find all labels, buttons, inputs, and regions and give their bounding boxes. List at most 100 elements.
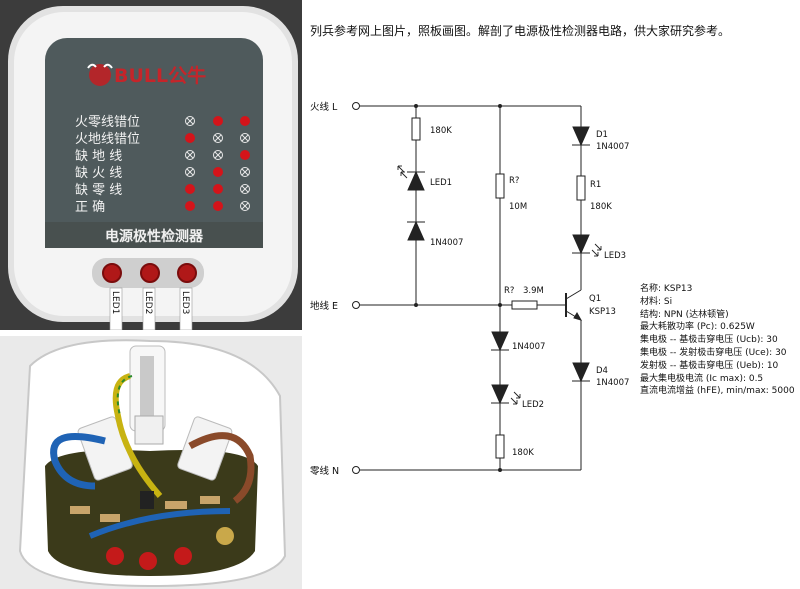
schematic-wires (356, 105, 582, 471)
led-tag-3: LED3 (180, 291, 190, 314)
indicator-off-icon (185, 150, 195, 160)
diodes (407, 126, 590, 405)
transistor-q1-icon (565, 289, 583, 321)
resistor-3m9-icon (511, 300, 538, 310)
led1-diode-icon (407, 170, 425, 191)
resistor-r1-icon (576, 175, 586, 201)
earth-rail-label: 地线 E (310, 300, 338, 312)
pcb-led2 (139, 552, 157, 570)
indicator-off-icon (185, 167, 195, 177)
spec-line: 最大耗散功率 (Pc): 0.625W (640, 322, 755, 333)
resistor-10m-icon (495, 173, 505, 199)
diode-1n4007-mid-icon (491, 331, 509, 352)
bull-head-icon (89, 64, 111, 86)
indicator-off-icon (213, 150, 223, 160)
spec-line: 直流电流增益 (hFE), min/max: 5000 (640, 386, 795, 397)
spec-line: 结构: NPN (达林顿管) (640, 309, 729, 320)
indicator-lit-icon (213, 201, 223, 211)
led1-lamp (102, 263, 122, 283)
label-r1-value: 180K (590, 202, 612, 212)
led-emission-arrows (397, 165, 602, 405)
pcb-led3 (174, 547, 192, 565)
label-led1: LED1 (430, 178, 452, 188)
led-tag-2: LED2 (143, 291, 153, 314)
tester-label-panel (45, 38, 263, 248)
label-led3: LED3 (604, 251, 626, 261)
indicator-lit-icon (213, 167, 223, 177)
indicator-off-icon (240, 167, 250, 177)
indicator-off-icon (240, 133, 250, 143)
component-labels: 180K LED1 1N4007 R? 10M R? 3.9M D1 1N400… (430, 126, 629, 458)
caption-text: 列兵参考网上图片，照板画图。解剖了电源极性检测器电路，供大家研究参考。 (310, 24, 731, 38)
label-r1-ref: R1 (590, 180, 601, 190)
spec-line: 集电极 -- 基极击穿电压 (Ucb): 30 (640, 335, 778, 346)
label-r-180k-left: 180K (430, 126, 452, 136)
indicator-off-icon (240, 201, 250, 211)
label-led2: LED2 (522, 400, 544, 410)
resistor-180k-left-icon (411, 117, 421, 141)
neutral-rail-label: 零线 N (310, 465, 339, 477)
live-rail-label: 火线 L (310, 101, 338, 113)
label-1n4007-mid: 1N4007 (512, 342, 545, 352)
indicator-lit-icon (185, 201, 195, 211)
spec-line: 发射极 -- 基极击穿电压 (Ueb): 10 (640, 360, 779, 371)
circuit-schematic: 火线 L 地线 E 零线 N (310, 101, 629, 477)
row-label: 正 确 (75, 200, 105, 215)
spec-line: 最大集电极电流 (Ic max): 0.5 (640, 373, 764, 384)
pcb-board (45, 450, 258, 576)
label-d1-ref: D1 (596, 130, 608, 140)
led2-diode-icon (491, 384, 509, 405)
tester-front-photo: BULL公牛 火零线错位 火地线错位 缺 地 线 缺 火 线 缺 零 线 正 确… (0, 0, 302, 330)
bull-logo: BULL公牛 (87, 63, 206, 87)
row-label: 缺 火 线 (75, 166, 122, 181)
led2-lamp (140, 263, 160, 283)
spec-line: 材料: Si (640, 296, 673, 307)
junction-dots (414, 104, 502, 472)
label-d4-ref: D4 (596, 366, 608, 376)
brand-text: BULL公牛 (114, 64, 206, 87)
spec-line: 名称: KSP13 (640, 284, 693, 294)
led3-lamp (177, 263, 197, 283)
spec-line: 集电极 -- 发射极击穿电压 (Uce): 30 (640, 347, 787, 358)
indicator-lit-icon (213, 184, 223, 194)
row-label: 火零线错位 (75, 115, 140, 130)
led-tag-1: LED1 (110, 291, 120, 314)
status-table: 火零线错位 火地线错位 缺 地 线 缺 火 线 缺 零 线 正 确 (75, 115, 250, 215)
row-label: 缺 地 线 (75, 149, 122, 164)
ksp13-spec-panel: 名称: KSP13 材料: Si 结构: NPN (达林顿管) 最大耗散功率 (… (640, 283, 795, 398)
label-r3m9-ref: R? (504, 286, 514, 296)
label-q1-ref: Q1 (589, 294, 601, 304)
live-wire (188, 432, 255, 504)
rail-terminals (352, 102, 360, 474)
indicator-lit-icon (185, 133, 195, 143)
label-q1-value: KSP13 (589, 307, 616, 317)
resistor-180k-bottom-icon (495, 434, 505, 459)
diode-d1-icon (572, 126, 590, 147)
led-tags: LED1 LED2 LED3 (109, 287, 193, 330)
label-r10m-value: 10M (509, 202, 527, 212)
label-d1-value: 1N4007 (596, 142, 629, 152)
neutral-wire (50, 433, 106, 490)
indicator-grid (185, 116, 250, 211)
led3-diode-icon (572, 234, 590, 255)
label-d4-value: 1N4007 (596, 378, 629, 388)
label-r3m9-value: 3.9M (523, 286, 544, 296)
label-r10m-ref: R? (509, 176, 519, 186)
indicator-lit-icon (213, 116, 223, 126)
diode-1n4007-left-icon (407, 220, 425, 241)
row-label: 火地线错位 (75, 132, 140, 147)
indicator-off-icon (185, 116, 195, 126)
tester-inside-photo (0, 336, 302, 589)
tester-title: 电源极性检测器 (105, 228, 204, 245)
diode-d4-icon (572, 362, 590, 383)
resistors (411, 117, 586, 459)
indicator-lit-icon (240, 116, 250, 126)
indicator-off-icon (213, 133, 223, 143)
pcb-components (70, 491, 234, 545)
label-1n4007-left: 1N4007 (430, 238, 463, 248)
pcb-led1 (106, 547, 124, 565)
indicator-off-icon (240, 184, 250, 194)
row-label: 缺 零 线 (75, 183, 122, 198)
indicator-lit-icon (240, 150, 250, 160)
indicator-lit-icon (185, 184, 195, 194)
